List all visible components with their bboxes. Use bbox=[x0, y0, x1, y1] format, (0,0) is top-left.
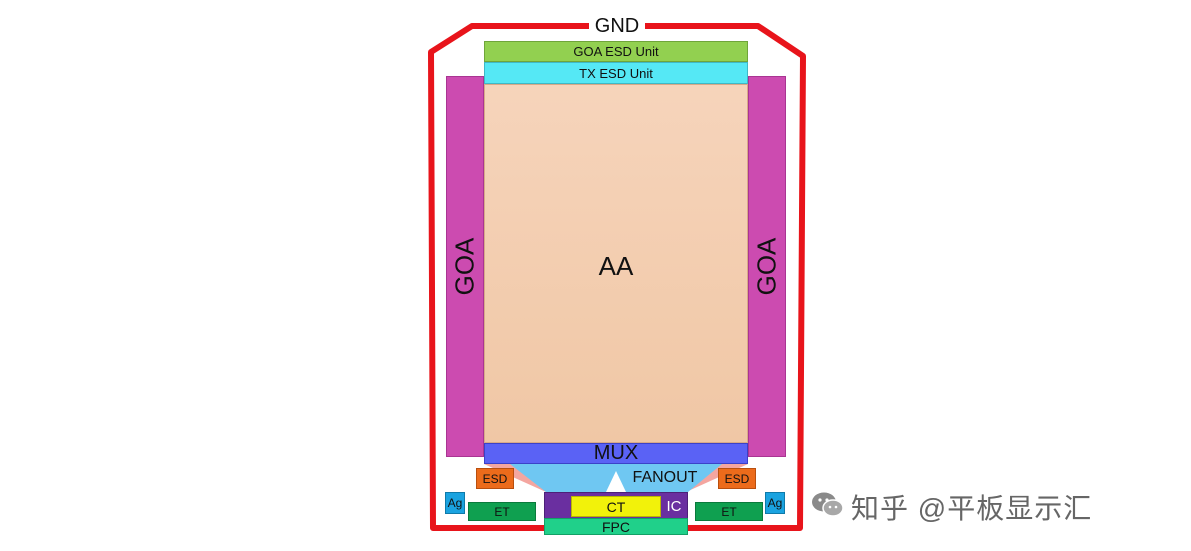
watermark-text: 知乎 @平板显示汇 bbox=[851, 493, 1093, 524]
goa-right-block: GOA bbox=[748, 76, 786, 457]
ag-right-block: Ag bbox=[765, 492, 785, 514]
fanout-notch bbox=[606, 471, 626, 492]
esd-right-block: ESD bbox=[718, 468, 756, 489]
goa-right-label: GOA bbox=[751, 237, 782, 296]
gnd-label: GND bbox=[589, 14, 645, 38]
tx-esd-unit: TX ESD Unit bbox=[484, 62, 748, 84]
fpc-block: FPC bbox=[544, 518, 688, 535]
fanout-label: FANOUT bbox=[632, 469, 698, 486]
watermark: 知乎 @平板显示汇 bbox=[811, 487, 1171, 524]
active-area: AA bbox=[484, 84, 748, 443]
esd-left-block: ESD bbox=[476, 468, 514, 489]
goa-left-label: GOA bbox=[449, 237, 480, 296]
ag-left-block: Ag bbox=[445, 492, 465, 514]
ic-label: IC bbox=[666, 498, 682, 515]
et-left-block: ET bbox=[468, 502, 536, 521]
mux-bar: MUX bbox=[484, 442, 748, 464]
et-right-block: ET bbox=[695, 502, 763, 521]
active-area-label: AA bbox=[598, 251, 634, 281]
goa-left-block: GOA bbox=[446, 76, 484, 457]
wechat-icon bbox=[812, 492, 844, 517]
ct-block: CT bbox=[571, 496, 661, 517]
goa-esd-unit: GOA ESD Unit bbox=[484, 41, 748, 62]
